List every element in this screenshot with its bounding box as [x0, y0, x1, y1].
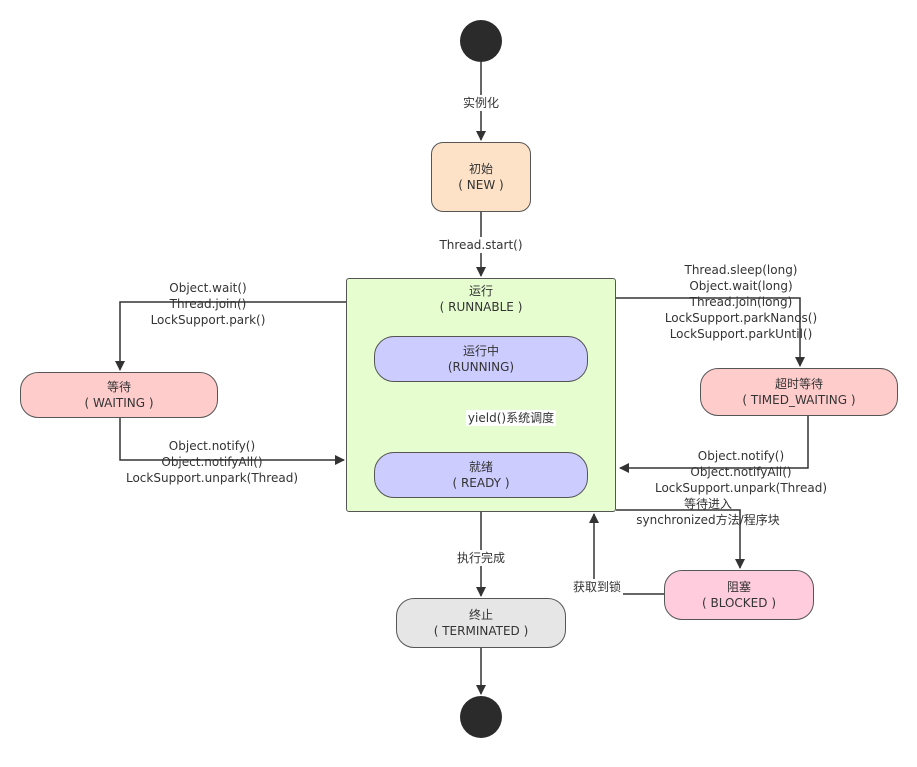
edge-to-waiting — [115, 301, 346, 371]
state-timed-waiting-code: ( TIMED_WAITING ) — [742, 393, 856, 407]
label-thread-start: Thread.start() — [437, 237, 525, 253]
state-blocked-code: ( BLOCKED ) — [702, 596, 776, 610]
state-waiting-name: 等待 — [106, 380, 131, 394]
label-finish: 执行完成 — [454, 550, 508, 566]
label-from-timed-waiting-line: LockSupport.unpark(Thread) — [654, 481, 828, 495]
label-from-timed-waiting-line: Object.notify() — [697, 449, 785, 463]
end-node — [460, 696, 502, 738]
label-yield: yield()系统调度 — [465, 410, 557, 426]
label-from-timed-waiting-line: Object.notifyAll() — [690, 465, 792, 479]
label-from-waiting: Object.notify() Object.notifyAll() LockS… — [126, 438, 298, 486]
state-waiting: 等待 ( WAITING ) — [20, 372, 218, 418]
label-to-timed-waiting-line: Thread.sleep(long) — [684, 263, 798, 277]
state-terminated: 终止 ( TERMINATED ) — [396, 598, 566, 648]
label-from-waiting-line: Object.notify() — [168, 439, 256, 453]
state-running-name: 运行中 — [462, 344, 499, 358]
label-to-waiting-line: Object.wait() — [169, 281, 247, 295]
edge-to-blocked — [616, 509, 745, 569]
state-ready-name: 就绪 — [468, 460, 493, 474]
state-ready-code: ( READY ) — [452, 476, 510, 490]
edge-to-timed-waiting — [616, 297, 805, 367]
state-waiting-code: ( WAITING ) — [84, 396, 154, 410]
state-new-name: 初始 — [468, 162, 493, 176]
label-to-waiting: Object.wait() Thread.join() LockSupport.… — [151, 280, 266, 328]
label-instantiate: 实例化 — [460, 95, 502, 111]
label-to-timed-waiting-line: LockSupport.parkUntil() — [669, 327, 813, 341]
label-to-timed-waiting-line: LockSupport.parkNanos() — [664, 311, 818, 325]
label-to-blocked: 等待进入 synchronized方法/程序块 — [636, 496, 779, 528]
label-to-blocked-line: 等待进入 — [683, 497, 732, 511]
state-terminated-code: ( TERMINATED ) — [433, 624, 529, 638]
state-runnable-code: ( RUNNABLE ) — [439, 300, 523, 314]
label-to-timed-waiting-line: Object.wait(long) — [689, 279, 793, 293]
start-node — [460, 20, 502, 62]
state-runnable-name: 运行 — [468, 284, 493, 298]
label-acquire-lock: 获取到锁 — [570, 579, 624, 595]
label-from-timed-waiting: Object.notify() Object.notifyAll() LockS… — [655, 448, 827, 496]
state-new-code: ( NEW ) — [458, 178, 504, 192]
state-blocked-name: 阻塞 — [726, 580, 751, 594]
label-from-waiting-line: Object.notifyAll() — [161, 455, 263, 469]
state-blocked: 阻塞 ( BLOCKED ) — [664, 570, 814, 620]
state-terminated-name: 终止 — [468, 608, 493, 622]
label-to-timed-waiting: Thread.sleep(long) Object.wait(long) Thr… — [665, 262, 817, 342]
state-new: 初始 ( NEW ) — [431, 142, 531, 212]
edge-from-timed-waiting — [619, 416, 809, 473]
state-ready: 就绪 ( READY ) — [374, 452, 588, 498]
state-running-code: (RUNNING) — [447, 360, 515, 374]
label-to-waiting-line: Thread.join() — [169, 297, 247, 311]
label-to-waiting-line: LockSupport.park() — [150, 313, 266, 327]
label-to-blocked-line: synchronized方法/程序块 — [636, 513, 780, 527]
state-running: 运行中 (RUNNING) — [374, 336, 588, 382]
label-to-timed-waiting-line: Thread.join(long) — [689, 295, 793, 309]
label-from-waiting-line: LockSupport.unpark(Thread) — [125, 471, 299, 485]
edge-from-waiting — [119, 418, 345, 465]
state-timed-waiting-name: 超时等待 — [774, 377, 823, 391]
state-timed-waiting: 超时等待 ( TIMED_WAITING ) — [700, 368, 898, 416]
